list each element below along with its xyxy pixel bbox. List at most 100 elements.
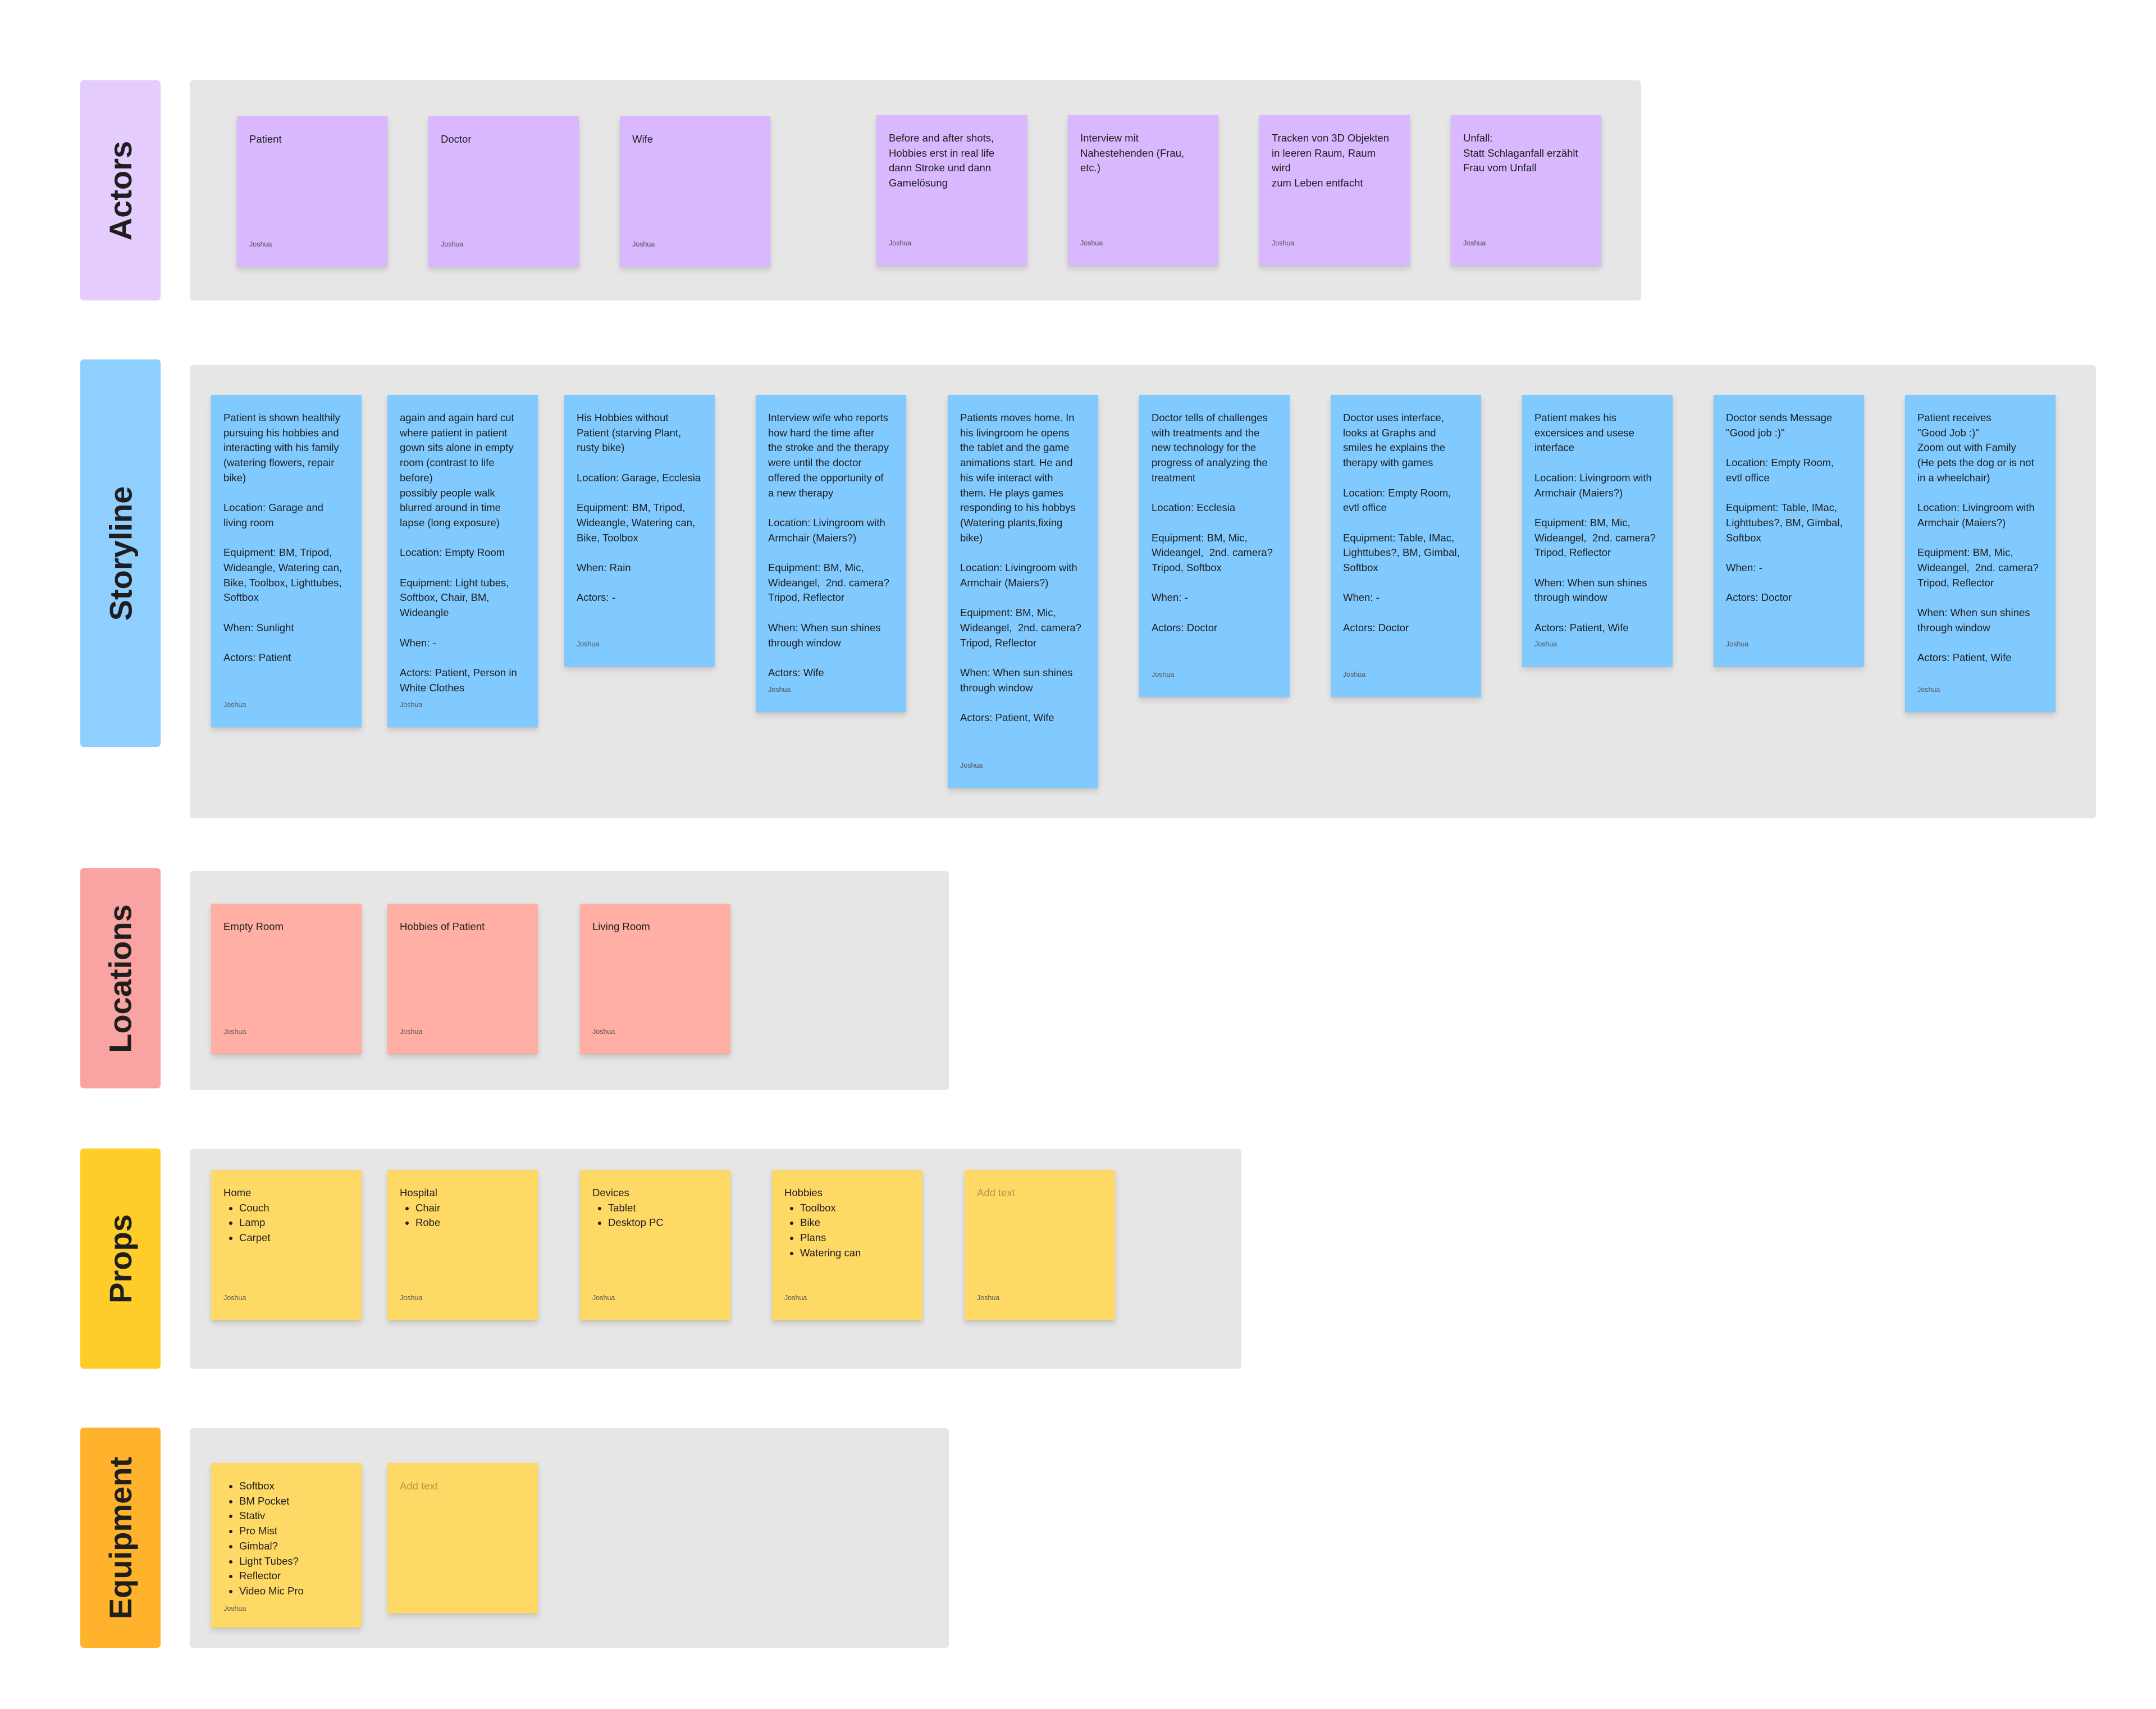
note-list: Couch Lamp Carpet: [223, 1201, 349, 1246]
note-author: Joshua: [889, 239, 912, 248]
sticky-note[interactable]: Before and after shots, Hobbies erst in …: [876, 115, 1027, 266]
sticky-note[interactable]: Patient Joshua: [237, 116, 387, 267]
list-item: Chair: [415, 1201, 526, 1216]
note-author: Joshua: [1272, 239, 1295, 248]
note-text: Empty Room: [223, 920, 284, 932]
note-placeholder[interactable]: Add text: [400, 1480, 438, 1492]
list-item: Watering can: [800, 1246, 910, 1261]
list-item: Tablet: [608, 1201, 718, 1216]
actors-label-text: Actors: [103, 140, 139, 240]
list-item: BM Pocket: [239, 1494, 349, 1509]
sticky-note[interactable]: Patients moves home. In his livingroom h…: [948, 395, 1098, 788]
note-author: Joshua: [1917, 686, 1940, 694]
note-list: Chair Robe: [400, 1201, 526, 1231]
note-author: Joshua: [223, 1605, 246, 1613]
note-author: Joshua: [977, 1294, 1000, 1302]
sticky-note[interactable]: Hobbies of Patient Joshua: [387, 904, 538, 1054]
list-item: Video Mic Pro: [239, 1584, 349, 1599]
note-list: Softbox BM Pocket Stativ Pro Mist Gimbal…: [223, 1479, 349, 1599]
sticky-note[interactable]: Interview mit Nahestehenden (Frau, etc.)…: [1068, 115, 1218, 266]
sticky-note[interactable]: Living Room Joshua: [580, 904, 730, 1054]
sticky-note[interactable]: Unfall: Statt Schlaganfall erzählt Frau …: [1451, 115, 1601, 266]
note-text: Interview mit Nahestehenden (Frau, etc.): [1080, 132, 1185, 174]
storyline-label[interactable]: Storyline: [80, 359, 161, 747]
note-text: Tracken von 3D Objekten in leeren Raum, …: [1272, 132, 1390, 189]
sticky-note[interactable]: again and again hard cut where patient i…: [387, 395, 538, 727]
note-list: Toolbox Bike Plans Watering can: [784, 1201, 910, 1261]
list-item: Gimbal?: [239, 1539, 349, 1554]
list-item: Couch: [239, 1201, 349, 1216]
note-author: Joshua: [223, 1294, 246, 1302]
sticky-note[interactable]: Doctor uses interface, looks at Graphs a…: [1331, 395, 1481, 697]
list-item: Toolbox: [800, 1201, 910, 1216]
note-author: Joshua: [441, 240, 464, 249]
note-text: Patient is shown healthily pursuing his …: [223, 412, 342, 664]
note-text: Patients moves home. In his livingroom h…: [960, 412, 1081, 724]
note-title: Devices: [592, 1187, 629, 1198]
sticky-note[interactable]: Patient makes his excersices and usese i…: [1522, 395, 1673, 667]
note-text: Wife: [632, 133, 653, 145]
sticky-note[interactable]: His Hobbies without Patient (starving Pl…: [564, 395, 715, 667]
list-item: Light Tubes?: [239, 1554, 349, 1569]
equipment-label[interactable]: Equipment: [80, 1428, 161, 1648]
list-item: Reflector: [239, 1569, 349, 1584]
list-item: Pro Mist: [239, 1524, 349, 1539]
note-title: Hospital: [400, 1187, 437, 1198]
sticky-note-empty[interactable]: Add text: [387, 1463, 538, 1614]
sticky-note[interactable]: Doctor sends Message "Good job :)" Locat…: [1714, 395, 1864, 667]
note-author: Joshua: [1152, 671, 1175, 679]
sticky-note[interactable]: Wife Joshua: [620, 116, 770, 267]
sticky-note[interactable]: Patient receives "Good Job :)" Zoom out …: [1905, 395, 2055, 712]
sticky-note[interactable]: Patient is shown healthily pursuing his …: [211, 395, 362, 727]
note-author: Joshua: [632, 240, 655, 249]
equipment-label-text: Equipment: [103, 1456, 139, 1619]
note-placeholder[interactable]: Add text: [977, 1187, 1015, 1198]
note-title: Home: [223, 1187, 252, 1198]
sticky-note-empty[interactable]: Add text Joshua: [965, 1170, 1115, 1320]
note-text: Doctor sends Message "Good job :)" Locat…: [1726, 412, 1843, 604]
note-author: Joshua: [960, 762, 983, 770]
note-author: Joshua: [768, 686, 791, 694]
note-author: Joshua: [223, 1028, 246, 1036]
sticky-note[interactable]: Doctor Joshua: [428, 116, 579, 267]
sticky-note[interactable]: Home Couch Lamp Carpet Joshua: [211, 1170, 362, 1320]
sticky-note[interactable]: Empty Room Joshua: [211, 904, 362, 1054]
sticky-note[interactable]: Devices Tablet Desktop PC Joshua: [580, 1170, 730, 1320]
note-text: Unfall: Statt Schlaganfall erzählt Frau …: [1463, 132, 1578, 174]
note-author: Joshua: [1534, 640, 1557, 649]
note-author: Joshua: [592, 1294, 615, 1302]
locations-label-text: Locations: [103, 904, 138, 1053]
storyline-label-text: Storyline: [103, 486, 138, 621]
sticky-note[interactable]: Hospital Chair Robe Joshua: [387, 1170, 538, 1320]
note-text: Patient receives "Good Job :)" Zoom out …: [1917, 412, 2039, 664]
sticky-note[interactable]: Doctor tells of challenges with treatmen…: [1139, 395, 1290, 697]
props-label[interactable]: Props: [80, 1149, 161, 1369]
list-item: Robe: [415, 1215, 526, 1231]
note-text: His Hobbies without Patient (starving Pl…: [577, 412, 701, 604]
note-text: Before and after shots, Hobbies erst in …: [889, 132, 995, 189]
list-item: Plans: [800, 1231, 910, 1246]
sticky-note[interactable]: Softbox BM Pocket Stativ Pro Mist Gimbal…: [211, 1463, 362, 1628]
actors-label[interactable]: Actors: [80, 80, 161, 300]
note-author: Joshua: [400, 701, 423, 709]
note-author: Joshua: [1080, 239, 1103, 248]
note-author: Joshua: [577, 640, 600, 649]
list-item: Softbox: [239, 1479, 349, 1494]
note-author: Joshua: [1463, 239, 1486, 248]
sticky-note[interactable]: Hobbies Toolbox Bike Plans Watering can …: [772, 1170, 922, 1320]
note-text: Doctor: [441, 133, 472, 145]
note-list: Tablet Desktop PC: [592, 1201, 718, 1231]
list-item: Lamp: [239, 1215, 349, 1231]
note-author: Joshua: [249, 240, 272, 249]
locations-label[interactable]: Locations: [80, 868, 161, 1088]
list-item: Bike: [800, 1215, 910, 1231]
list-item: Carpet: [239, 1231, 349, 1246]
note-author: Joshua: [592, 1028, 615, 1036]
sticky-note[interactable]: Interview wife who reports how hard the …: [756, 395, 906, 712]
note-author: Joshua: [1343, 671, 1366, 679]
sticky-note[interactable]: Tracken von 3D Objekten in leeren Raum, …: [1259, 115, 1410, 266]
note-title: Hobbies: [784, 1187, 823, 1198]
note-author: Joshua: [1726, 640, 1749, 649]
list-item: Stativ: [239, 1509, 349, 1524]
note-text: Patient makes his excersices and usese i…: [1534, 412, 1656, 634]
